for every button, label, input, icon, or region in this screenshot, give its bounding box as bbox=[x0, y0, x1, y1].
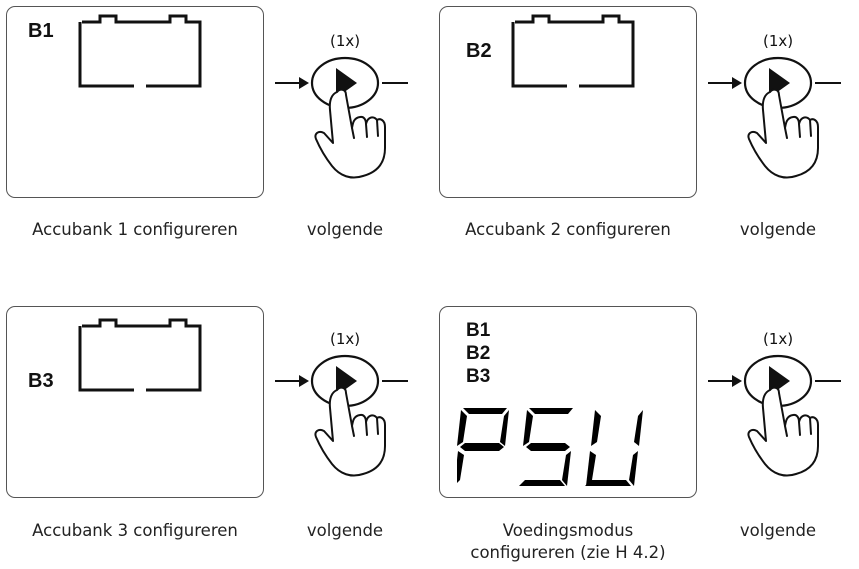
display-panel-2 bbox=[439, 6, 697, 198]
psu-letter-p bbox=[463, 408, 507, 414]
display-panel-3 bbox=[6, 306, 264, 498]
press-count-3: (1x) bbox=[330, 330, 361, 348]
next-button-group-1 bbox=[275, 56, 408, 179]
pointing-hand-icon bbox=[314, 386, 386, 477]
pointing-hand-icon bbox=[747, 88, 819, 179]
bank-label-b2-psu: B2 bbox=[466, 343, 491, 364]
caption-step-1: Accubank 1 configureren bbox=[32, 220, 238, 239]
caption-next-3: volgende bbox=[306, 521, 384, 540]
bank-label-b3-psu: B3 bbox=[466, 366, 491, 387]
battery-icon bbox=[78, 318, 202, 392]
display-panel-1 bbox=[6, 6, 264, 198]
psu-readout bbox=[454, 406, 647, 488]
caption-step-4-line-1: Voedingsmodus bbox=[502, 521, 634, 540]
caption-step-2: Accubank 2 configureren bbox=[465, 220, 671, 239]
caption-next-1: volgende bbox=[306, 220, 384, 239]
next-button-group-2 bbox=[708, 56, 841, 179]
caption-next-2: volgende bbox=[739, 220, 817, 239]
press-count-4: (1x) bbox=[763, 330, 794, 348]
next-button-group-3 bbox=[275, 354, 408, 477]
press-count-2: (1x) bbox=[763, 32, 794, 50]
battery-icon bbox=[78, 14, 202, 88]
bank-label-b1: B1 bbox=[28, 20, 54, 42]
press-count-1: (1x) bbox=[330, 32, 361, 50]
pointing-hand-icon bbox=[314, 88, 386, 179]
caption-step-3: Accubank 3 configureren bbox=[32, 521, 238, 540]
caption-next-4: volgende bbox=[739, 521, 817, 540]
next-button-group-4 bbox=[708, 354, 841, 477]
psu-letter-s bbox=[529, 408, 573, 414]
battery-icon bbox=[511, 14, 635, 88]
caption-step-4-line-2: configureren (zie H 4.2) bbox=[470, 543, 666, 562]
bank-label-b2: B2 bbox=[466, 40, 492, 62]
bank-label-b1-psu: B1 bbox=[466, 320, 491, 341]
pointing-hand-icon bbox=[747, 386, 819, 477]
psu-letter-u bbox=[591, 410, 601, 446]
bank-label-b3: B3 bbox=[28, 370, 54, 392]
